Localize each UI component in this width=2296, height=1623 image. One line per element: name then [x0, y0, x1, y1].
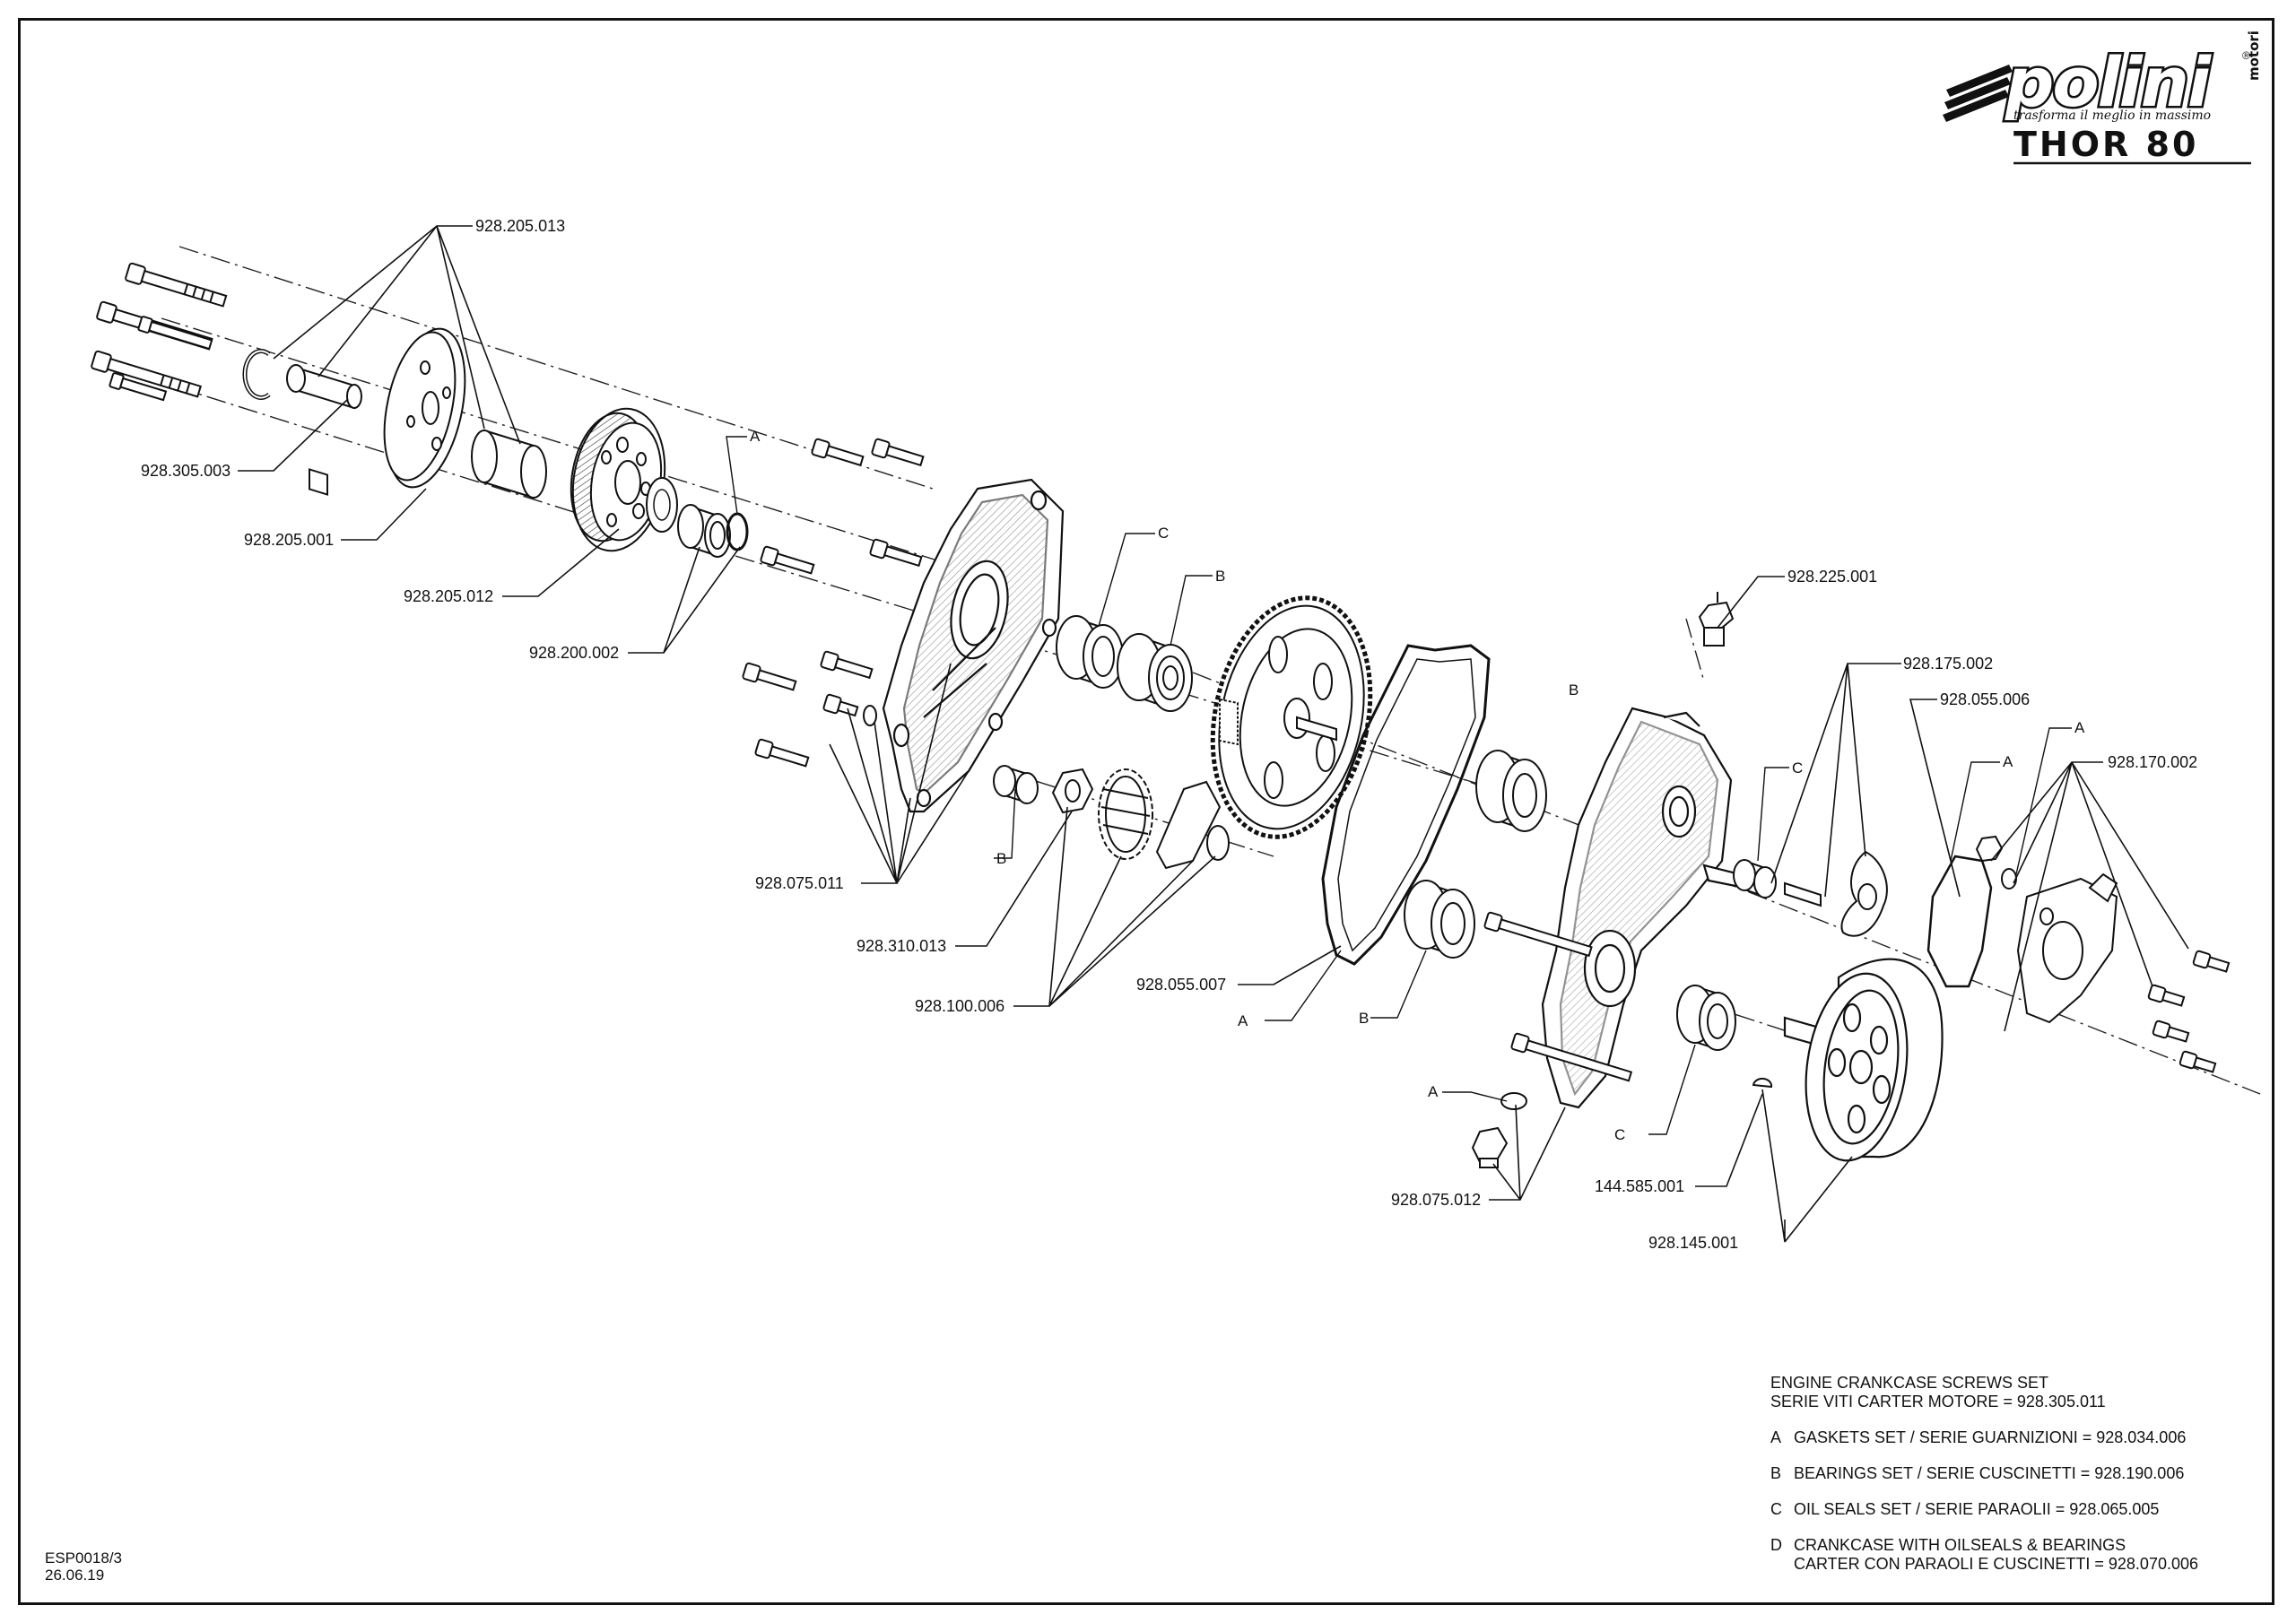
- sets-legend: ENGINE CRANKCASE SCREWS SET SERIE VITI C…: [1770, 1374, 2198, 1574]
- callout-928-310-013: 928.310.013: [857, 937, 946, 955]
- nut-icon: [1051, 768, 1094, 814]
- gear-washer-icon: [1206, 825, 1230, 861]
- callout-928-205-012: 928.205.012: [404, 587, 493, 605]
- flywheel-icon: [1783, 958, 1944, 1162]
- needle-bearing-icon: [677, 504, 731, 558]
- legend-text: GASKETS SET / SERIE GUARNIZIONI = 928.03…: [1794, 1428, 2187, 1446]
- callout-928-170-002: 928.170.002: [2108, 753, 2197, 771]
- pump-cover-icon: [2016, 872, 2118, 1024]
- set-letter-labels: A C B B A B C A A A C B: [750, 428, 2085, 1143]
- callout-144-585-001: 144.585.001: [1595, 1177, 1684, 1195]
- pump-seal-icon: [1733, 859, 1777, 898]
- callout-928-055-006: 928.055.006: [1940, 690, 2030, 708]
- legend-item-c: C OIL SEALS SET / SERIE PARAOLII = 928.0…: [1770, 1500, 2198, 1519]
- bushing-icon: [286, 364, 362, 496]
- legend-text: BEARINGS SET / SERIE CUSCINETTI = 928.19…: [1794, 1464, 2185, 1482]
- registered-mark: ®: [2242, 49, 2250, 62]
- legend-text: CRANKCASE WITH OILSEALS & BEARINGS: [1794, 1536, 2126, 1554]
- callout-928-100-006: 928.100.006: [915, 997, 1004, 1015]
- logo-stripes-icon: [1943, 65, 2013, 122]
- set-letter-b: B: [1215, 568, 1225, 585]
- pump-nut-icon: [1975, 835, 2004, 863]
- spacer-cylinder-icon: [471, 429, 547, 499]
- document-code: ESP0018/3: [45, 1549, 123, 1567]
- legend-key: A: [1770, 1428, 1782, 1446]
- pump-gasket-icon: [1926, 855, 1993, 988]
- callout-labels: 928.205.013 928.305.003 928.205.001 928.…: [141, 217, 2197, 1252]
- breather-fitting-icon: [1698, 592, 1735, 647]
- set-letter-leaders: [726, 436, 2072, 1135]
- legend-key: D: [1770, 1536, 1782, 1554]
- pump-washer-icon: [2001, 868, 2017, 890]
- final-drive-gear-icon: [1210, 595, 1373, 839]
- drawing-frame: [18, 18, 2274, 1605]
- set-letter-a: A: [1428, 1083, 1439, 1100]
- bolt-icon: [91, 350, 202, 398]
- bolt-icon: [109, 372, 168, 402]
- logo-wordmark: polini: [2005, 42, 2212, 122]
- bolt-icon: [137, 316, 213, 351]
- crank-bearing-icon: [1404, 880, 1475, 959]
- pinion-gear-icon: [1098, 768, 1153, 860]
- polini-logo: polini motori ® trasforma il meglio in m…: [1943, 30, 2262, 165]
- callout-928-205-013: 928.205.013: [475, 217, 565, 235]
- pump-screws-group: [2147, 950, 2231, 1073]
- oil-seal-icon: [1056, 615, 1124, 689]
- clutch-hub-icon: [570, 407, 666, 552]
- legend-item-a: A GASKETS SET / SERIE GUARNIZIONI = 928.…: [1770, 1428, 2198, 1447]
- bolt-icon: [125, 262, 228, 308]
- set-letter-c: C: [1158, 525, 1169, 542]
- drive-plate-icon: [383, 327, 466, 489]
- legend-text: OIL SEALS SET / SERIE PARAOLII = 928.065…: [1794, 1500, 2160, 1518]
- callout-928-175-002: 928.175.002: [1903, 655, 1993, 673]
- cover-gasket-icon: [1321, 644, 1491, 966]
- set-letter-a: A: [1238, 1012, 1248, 1029]
- impeller-icon: [1840, 850, 1888, 937]
- drain-washer-icon: [1500, 1092, 1527, 1110]
- screws-set-it: SERIE VITI CARTER MOTORE = 928.305.011: [1770, 1393, 2106, 1410]
- leader-lines: [238, 225, 2189, 1243]
- legend-key: C: [1770, 1500, 1782, 1518]
- set-letter-c: C: [1614, 1126, 1625, 1143]
- crank-oil-seal-icon: [1676, 985, 1736, 1051]
- set-letter-b: B: [1569, 681, 1578, 699]
- legend-item-b: B BEARINGS SET / SERIE CUSCINETTI = 928.…: [1770, 1464, 2198, 1483]
- callout-928-145-001: 928.145.001: [1648, 1234, 1738, 1252]
- long-bolts-group: [91, 262, 228, 402]
- legend-text: CARTER CON PARAOLI E CUSCINETTI = 928.07…: [1794, 1555, 2198, 1573]
- logo-tagline: trasforma il meglio in massimo: [2013, 108, 2211, 123]
- set-letter-c: C: [1792, 759, 1803, 777]
- callout-928-305-003: 928.305.003: [141, 462, 230, 480]
- short-bolts-group: [742, 438, 925, 768]
- callout-928-075-012: 928.075.012: [1391, 1191, 1481, 1209]
- pump-shaft-icon: [1784, 881, 1822, 907]
- callout-928-200-002: 928.200.002: [529, 644, 619, 662]
- logo-side-text: motori: [2246, 30, 2262, 81]
- callout-928-205-001: 928.205.001: [244, 531, 334, 549]
- document-date: 26.06.19: [45, 1567, 105, 1584]
- set-letter-b: B: [1359, 1010, 1369, 1027]
- set-letter-a: A: [2003, 753, 2013, 770]
- document-reference: ESP0018/3 26.06.19: [45, 1549, 122, 1584]
- legend-item-d: D CRANKCASE WITH OILSEALS & BEARINGS CAR…: [1770, 1536, 2198, 1574]
- woodruff-key-icon: [1752, 1078, 1773, 1089]
- crank-bearing-icon: [1475, 750, 1547, 832]
- callout-928-075-011: 928.075.011: [755, 874, 844, 892]
- ball-bearing-icon: [1117, 633, 1193, 712]
- callout-928-055-007: 928.055.007: [1136, 976, 1226, 994]
- screws-set-en: ENGINE CRANKCASE SCREWS SET: [1770, 1374, 2049, 1392]
- stud-bolt-icon: [1483, 911, 1633, 1082]
- set-letter-a: A: [750, 428, 761, 445]
- drain-plug-icon: [1471, 1126, 1509, 1168]
- model-title: THOR 80: [2013, 125, 2198, 164]
- screws-set-note: ENGINE CRANKCASE SCREWS SET SERIE VITI C…: [1770, 1374, 2198, 1411]
- transmission-cover-icon: [882, 478, 1065, 813]
- legend-key: B: [1770, 1464, 1782, 1482]
- callout-928-225-001: 928.225.001: [1787, 568, 1877, 586]
- small-bearing-icon: [993, 765, 1039, 804]
- set-letter-b: B: [996, 850, 1006, 867]
- set-letter-a: A: [2074, 719, 2085, 736]
- seal-washer-icon: [863, 705, 877, 726]
